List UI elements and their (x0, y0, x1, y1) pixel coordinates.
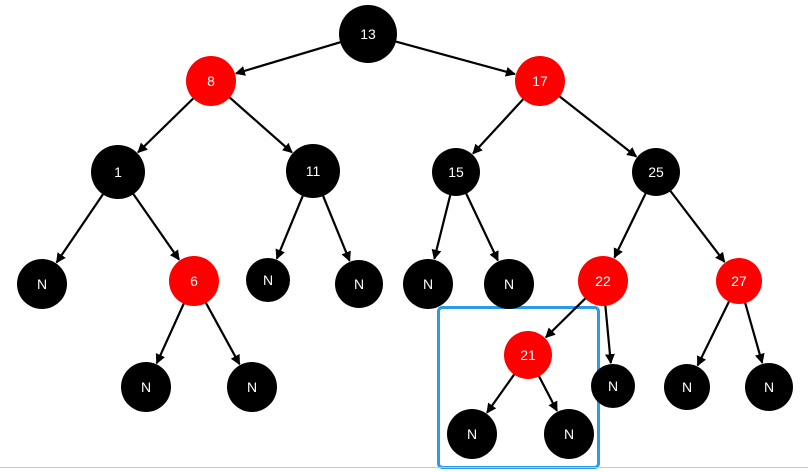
black-node-circle (91, 145, 145, 199)
node-label: 6 (190, 273, 198, 289)
tree-node-n22: 22 (578, 256, 628, 306)
tree-node-n21: 21 (504, 331, 552, 379)
edge-n8-n1 (137, 96, 196, 154)
node-label: N (141, 379, 151, 395)
edge-n17-n15 (472, 97, 526, 155)
node-label: N (467, 426, 477, 442)
edge-n8-n11 (227, 95, 293, 154)
node-label: 1 (114, 164, 122, 180)
edge-n22-n21 (545, 296, 588, 339)
node-label: 17 (532, 73, 548, 89)
edge-n21-n21R (537, 373, 558, 412)
black-node-circle (335, 260, 383, 308)
node-label: N (263, 272, 273, 288)
red-node-circle (716, 258, 762, 304)
edge-n1-n6 (131, 191, 181, 261)
edge-n21-n21L (486, 372, 517, 414)
node-label: N (564, 426, 574, 442)
red-node-circle (504, 331, 552, 379)
node-label: 25 (648, 164, 664, 180)
black-node-circle (745, 363, 793, 411)
edge-n25-n22 (613, 191, 648, 259)
edge-n15-n15R (464, 191, 499, 262)
tree-node-n8: 8 (186, 56, 236, 106)
black-node-circle (544, 409, 594, 459)
edge-n27-n27L (696, 299, 731, 367)
black-node-circle (286, 144, 340, 198)
node-label: 27 (731, 273, 747, 289)
black-node-circle (447, 409, 497, 459)
edge-n27-n27R (743, 300, 765, 364)
edge-n15-n15L (431, 193, 452, 260)
node-label: 11 (306, 163, 321, 179)
edge-n17-n25 (557, 94, 638, 158)
node-label: 13 (360, 26, 376, 42)
tree-node-n11R: N (335, 260, 383, 308)
node-label: N (764, 379, 774, 395)
tree-node-n1: 1 (91, 145, 145, 199)
black-node-circle (591, 364, 635, 408)
node-label: N (247, 379, 257, 395)
tree-node-n21L: N (447, 409, 497, 459)
tree-node-n15: 15 (432, 148, 480, 196)
tree-node-n25: 25 (632, 148, 680, 196)
node-label: 15 (448, 164, 464, 180)
tree-node-n27L: N (664, 364, 710, 410)
black-node-circle (632, 148, 680, 196)
tree-node-n6: 6 (169, 256, 219, 306)
node-label: N (423, 276, 433, 292)
tree-node-n11L: N (246, 258, 290, 302)
edge-n11-n11R (321, 193, 351, 262)
node-label: N (354, 276, 364, 292)
red-node-circle (515, 56, 565, 106)
node-label: N (608, 378, 618, 394)
red-node-circle (186, 56, 236, 106)
black-node-circle (246, 258, 290, 302)
red-node-circle (578, 256, 628, 306)
edge-n13-n17 (393, 40, 516, 77)
black-node-circle (664, 364, 710, 410)
tree-node-n15R: N (484, 259, 534, 309)
black-node-circle (484, 259, 534, 309)
tree-node-n13: 13 (339, 5, 397, 63)
node-label: N (37, 276, 47, 292)
black-node-circle (339, 5, 397, 63)
tree-node-n15L: N (403, 259, 453, 309)
tree-node-n6L: N (121, 362, 171, 412)
bottom-rule (0, 467, 808, 468)
edge-n1-n1L (55, 192, 105, 264)
node-label: 21 (520, 347, 536, 363)
edge-n6-n6R (204, 300, 241, 366)
tree-node-n11: 11 (286, 144, 340, 198)
black-node-circle (432, 148, 480, 196)
edge-n11-n11L (275, 193, 305, 260)
black-node-circle (403, 259, 453, 309)
black-node-circle (121, 362, 171, 412)
red-node-circle (169, 256, 219, 306)
node-label: N (682, 379, 692, 395)
black-node-circle (227, 362, 277, 412)
node-label: N (504, 276, 514, 292)
tree-node-n1L: N (17, 259, 67, 309)
tree-node-n22R: N (591, 364, 635, 408)
edge-n6-n6L (155, 301, 186, 365)
edge-n25-n27 (668, 188, 726, 263)
edge-n13-n8 (234, 40, 343, 76)
tree-node-n17: 17 (515, 56, 565, 106)
node-label: 22 (595, 273, 611, 289)
tree-node-n27R: N (745, 363, 793, 411)
black-node-circle (17, 259, 67, 309)
tree-node-n6R: N (227, 362, 277, 412)
edge-n22-n22R (604, 303, 615, 365)
tree-node-n27: 27 (716, 258, 762, 304)
node-label: 8 (207, 73, 215, 89)
tree-node-n21R: N (544, 409, 594, 459)
edges-layer (55, 40, 765, 414)
